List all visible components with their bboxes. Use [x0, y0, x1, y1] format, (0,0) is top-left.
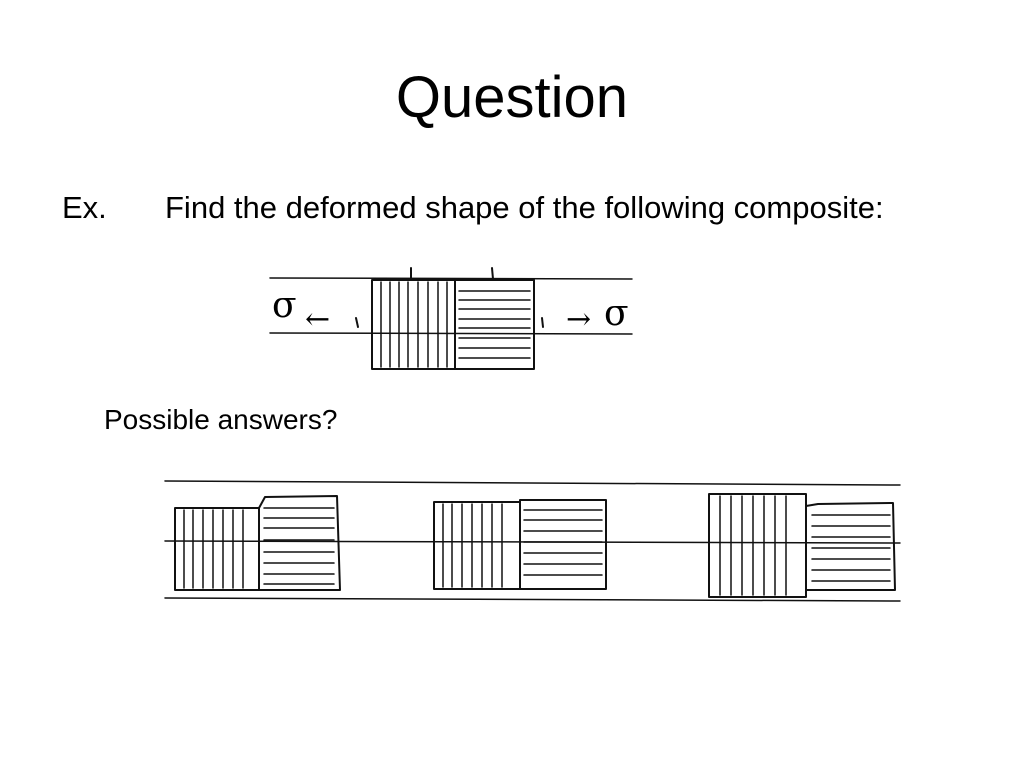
slide-title: Question: [395, 65, 629, 130]
answer-option-1: [174, 495, 341, 591]
right-arrow-icon: →: [566, 302, 592, 337]
answers-bottom-line: [164, 597, 901, 602]
top-guide-line: [269, 277, 633, 280]
left-block-vertical-fibres: [371, 279, 456, 370]
example-text: Find the deformed shape of the following…: [165, 190, 884, 225]
answer-options: [164, 480, 901, 602]
answers-top-line: [164, 480, 901, 486]
right-sigma-symbol: σ: [604, 293, 629, 334]
answer-option-3: [708, 493, 896, 598]
left-sigma-symbol: σ: [272, 285, 297, 326]
right-block-horizontal-fibres: [454, 279, 535, 370]
answer-option-2: [433, 499, 607, 590]
left-arrow-icon: ←: [305, 302, 331, 337]
example-label: Ex.: [62, 190, 107, 225]
middle-guide-line: [269, 332, 633, 335]
possible-answers-label: Possible answers?: [104, 404, 338, 435]
